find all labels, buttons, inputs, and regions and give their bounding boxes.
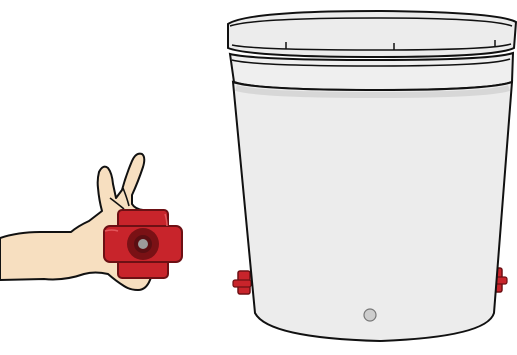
left-side-nipple-icon [232,270,252,295]
drill-hole-icon [363,308,377,322]
bucket-icon [227,9,517,343]
waterer-nipple-icon [103,209,183,279]
